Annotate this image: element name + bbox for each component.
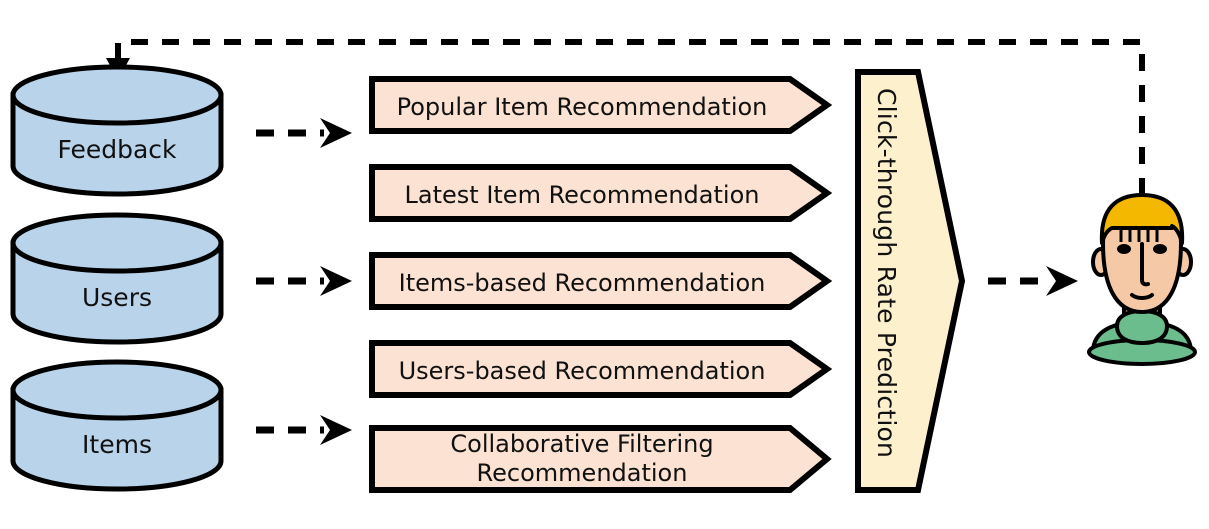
database-cylinder-feedback[interactable] [10, 64, 224, 197]
recommender-label-latest-item: Latest Item Recommendation [404, 181, 760, 209]
recommender-label-items-based: Items-based Recommendation [398, 269, 766, 297]
recommender-shape-popular-item[interactable] [369, 76, 833, 134]
recommender-shape-items-based[interactable] [369, 252, 833, 310]
database-cylinder-users[interactable] [10, 212, 224, 345]
recommender-label-users-based: Users-based Recommendation [398, 357, 766, 385]
recommender-label-collaborative-filtering: Collaborative Filtering Recommendation [450, 430, 714, 487]
connector-feedback-to-recommenders [256, 118, 352, 148]
user-avatar[interactable] [1087, 193, 1197, 366]
ctr-prediction-shape[interactable] [855, 69, 966, 493]
database-cylinder-items[interactable] [10, 359, 224, 492]
connector-items-to-recommenders [256, 415, 352, 445]
recommender-label-popular-item: Popular Item Recommendation [396, 93, 768, 121]
recommender-shape-users-based[interactable] [369, 340, 833, 398]
ctr-prediction-label: Click-through Rate Prediction [872, 88, 901, 459]
recommender-shape-latest-item[interactable] [369, 164, 833, 222]
recommender-shape-collaborative-filtering[interactable] [369, 425, 832, 493]
connector-ctr-to-user [988, 266, 1078, 296]
connector-users-to-recommenders [256, 266, 352, 296]
